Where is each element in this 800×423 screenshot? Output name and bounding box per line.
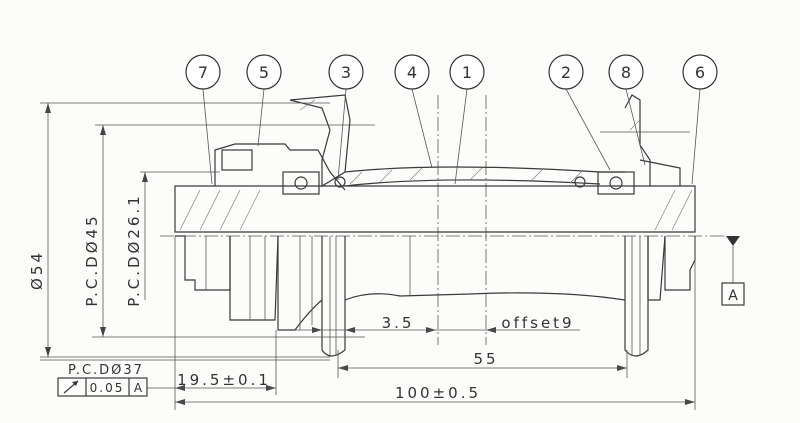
svg-text:3: 3 [341,63,351,82]
balloon-2: 2 [548,54,584,90]
svg-text:A: A [134,381,143,395]
balloon-4: 4 [394,54,430,90]
svg-text:2: 2 [561,63,571,82]
hub-shell [174,94,696,357]
svg-text:8: 8 [621,63,631,82]
balloon-1: 1 [449,54,485,90]
dim-diameter-54: Ø54 [28,250,46,290]
svg-text:A: A [728,288,738,304]
horizontal-dimension-lines [40,236,696,410]
balloon-8: 8 [608,54,644,90]
vertical-dimension-lines [40,102,690,358]
svg-text:7: 7 [198,63,208,82]
dim-19-5: 19.5±0.1 [177,371,271,389]
balloon-5: 5 [246,54,282,90]
svg-text:4: 4 [407,63,417,82]
dimension-arrows [45,103,695,405]
dim-offset-9: offset9 [501,314,574,332]
dim-3-5: 3.5 [382,314,415,332]
svg-text:6: 6 [695,63,705,82]
balloon-3: 3 [328,54,364,90]
dim-55: 55 [473,350,498,368]
circular-runout-icon [63,380,79,394]
balloon-7: 7 [185,54,221,90]
feature-control-frame: 0.05 A [57,377,148,397]
svg-text:5: 5 [259,63,269,82]
leader-lines [202,88,701,185]
svg-text:1: 1 [462,63,472,82]
dim-pcd-26-1: P.C.DØ26.1 [125,193,143,306]
datum-a: A [721,236,745,306]
svg-text:0.05: 0.05 [90,381,125,395]
balloon-6: 6 [682,54,718,90]
dim-100: 100±0.5 [395,384,481,402]
dim-pcd-37: P.C.DØ37 [68,363,144,378]
dim-pcd-45: P.C.DØ45 [83,213,101,306]
